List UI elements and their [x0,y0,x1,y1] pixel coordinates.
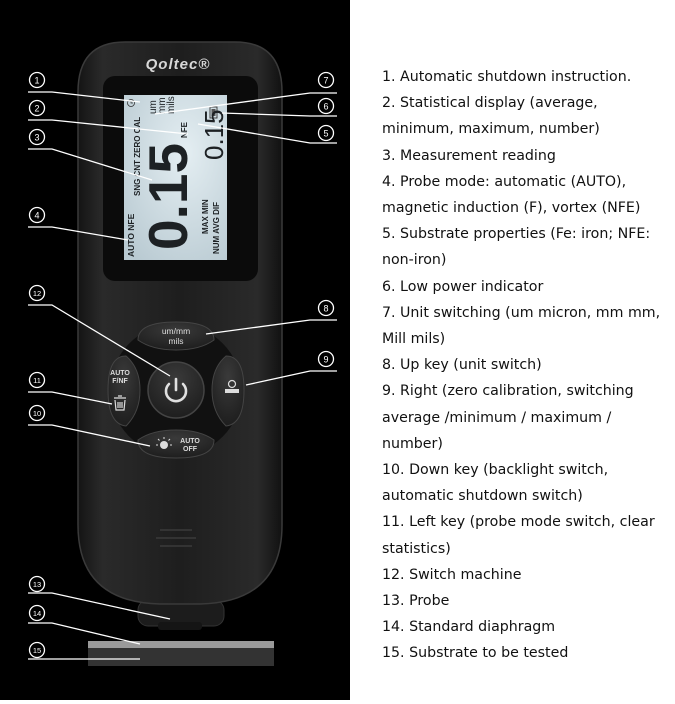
callout-11: 11 [28,371,46,389]
zero-calibration-icon [225,379,239,393]
probe-tip [158,622,202,630]
up-key[interactable]: um/mm mils [137,321,215,351]
callout-7: 7 [317,71,335,89]
brand-logo: Qoltec® [146,56,211,73]
lcd-substrate: NFE [180,121,189,138]
svg-text:14: 14 [33,609,41,618]
svg-text:13: 13 [33,580,41,589]
substrate [88,648,274,666]
callout-14: 14 [28,604,46,622]
svg-text:2: 2 [34,104,39,114]
legend-item: 10. Down key (backlight switch, automati… [382,462,609,505]
callout-10: 10 [28,404,46,422]
svg-text:AUTO: AUTO [180,438,200,445]
callout-6: 6 [317,97,335,115]
svg-text:9: 9 [323,355,328,365]
legend-item: 11. Left key (probe mode switch, clear s… [382,514,655,557]
callout-lines [28,91,337,660]
lcd-unit-mils: mils [166,96,177,114]
legend-item: 4. Probe mode: automatic (AUTO), magneti… [382,173,641,217]
lcd-unit-um: um [148,100,159,114]
battery-icon [209,106,218,119]
legend-item: 2. Statistical display (average, minimum… [382,95,600,138]
callout-3: 3 [28,128,46,146]
legend-item: 8. Up key (unit switch) [382,357,542,374]
lcd-main-reading: 0.15 [137,143,199,250]
lcd-stats-row2: NUM AVG DIF [212,202,221,254]
callout-5: 5 [317,124,335,142]
callout-13: 13 [28,575,46,593]
svg-text:mils: mils [168,336,183,346]
lcd-stat-label: SNG CNT ZERO CAL [133,117,142,196]
power-icon [164,377,188,403]
svg-text:8: 8 [323,304,328,314]
legend-item: 1. Automatic shutdown instruction. [382,69,632,85]
right-key[interactable] [211,355,245,427]
callout-15: 15 [28,641,46,659]
device-diagram: Qoltec® AUTO NFE SNG CNT ZERO CAL 0.15 u… [28,41,337,666]
svg-text:10: 10 [33,409,41,418]
clock-icon [127,99,135,107]
legend-item: 14. Standard diaphragm [382,619,556,636]
svg-text:5: 5 [323,129,328,139]
lcd-secondary-reading: 0.15 [199,109,229,160]
callout-1: 1 [28,71,46,89]
svg-text:3: 3 [34,133,39,143]
down-key[interactable]: AUTO OFF [137,429,215,459]
legend-item: 5. Substrate properties (Fe: iron; NFE: … [382,226,651,269]
callout-12: 12 [28,284,46,302]
lcd-unit-mm: mm [157,97,168,114]
legend-item: 9. Right (zero calibration, switching av… [382,383,634,452]
svg-text:4: 4 [34,211,39,221]
callout-4: 4 [28,206,46,224]
svg-text:1: 1 [34,76,39,86]
legend-item: 3. Measurement reading [382,147,556,164]
legend-list: 1. Automatic shutdown instruction. 2. St… [382,64,672,667]
legend-item: 7. Unit switching (um micron, mm mm, Mil… [382,304,661,348]
callout-8: 8 [317,299,335,317]
callout-2: 2 [28,99,46,117]
speaker-grille [156,529,196,547]
lcd-stats-row1: MAX MIN [201,199,210,234]
svg-text:OFF: OFF [183,446,198,453]
power-button[interactable] [147,361,205,419]
svg-text:AUTO: AUTO [110,370,130,377]
legend-item: 15. Substrate to be tested [382,645,569,662]
lcd-mode-label: AUTO NFE [126,213,136,257]
svg-text:12: 12 [33,289,41,298]
svg-text:11: 11 [33,376,41,385]
legend-item: 13. Probe [382,593,450,610]
svg-text:7: 7 [323,76,328,86]
svg-text:um/mm: um/mm [162,326,190,336]
standard-diaphragm [88,641,274,648]
legend-item: 6. Low power indicator [382,278,544,295]
svg-text:F/NF: F/NF [112,378,128,385]
callout-9: 9 [317,350,335,368]
lcd-screen [124,95,227,260]
trash-icon [114,395,126,411]
left-key[interactable]: AUTO F/NF [107,355,141,427]
device-illustration-panel: Qoltec® AUTO NFE SNG CNT ZERO CAL 0.15 u… [0,0,350,700]
legend-item: 12. Switch machine [382,566,522,583]
backlight-bulb-icon [156,437,172,449]
svg-text:15: 15 [33,646,41,655]
svg-text:6: 6 [323,102,328,112]
